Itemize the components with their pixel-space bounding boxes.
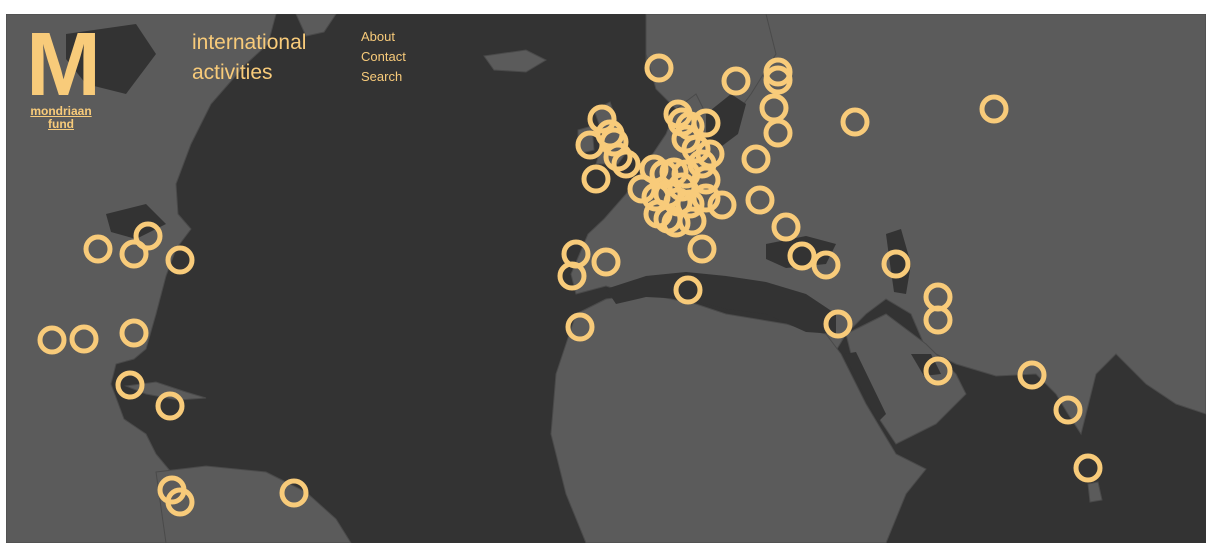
activity-marker[interactable] [37, 325, 67, 355]
activity-marker[interactable] [83, 234, 113, 264]
land-sri-lanka [1087, 481, 1103, 503]
title-line-1: international [192, 31, 307, 54]
great-lakes [106, 204, 166, 239]
activity-marker[interactable] [165, 487, 195, 517]
activity-marker[interactable] [165, 245, 195, 275]
activity-marker[interactable] [881, 249, 911, 279]
activity-marker[interactable] [1053, 395, 1083, 425]
activity-marker[interactable] [557, 261, 587, 291]
water-features [66, 24, 941, 422]
activity-marker[interactable] [691, 165, 721, 195]
title-line-2: activities [192, 61, 273, 84]
activity-marker[interactable] [69, 324, 99, 354]
activity-marker[interactable] [745, 185, 775, 215]
land-greenland [295, 14, 337, 37]
land-south-america [155, 465, 352, 543]
land-caribbean [124, 381, 207, 401]
activity-marker[interactable] [771, 212, 801, 242]
mediterranean-sea [606, 272, 836, 334]
activity-marker[interactable] [979, 94, 1009, 124]
activity-marker[interactable] [587, 104, 617, 134]
activity-marker[interactable] [155, 391, 185, 421]
activity-marker[interactable] [611, 149, 641, 179]
activity-marker[interactable] [661, 208, 691, 238]
nav-about-link[interactable]: About [361, 29, 395, 44]
marker-layer [37, 53, 1103, 517]
activity-marker[interactable] [763, 118, 793, 148]
activity-marker[interactable] [763, 65, 793, 95]
activity-marker[interactable] [627, 174, 657, 204]
hudson-bay [66, 24, 156, 94]
nav-search-link[interactable]: Search [361, 69, 403, 84]
activity-marker[interactable] [115, 370, 145, 400]
activity-marker[interactable] [644, 53, 674, 83]
activity-marker[interactable] [691, 108, 721, 138]
activity-marker[interactable] [741, 144, 771, 174]
activity-marker[interactable] [1073, 453, 1103, 483]
land-layer [6, 14, 1206, 543]
activity-marker[interactable] [119, 239, 149, 269]
activity-marker[interactable] [603, 142, 633, 172]
red-sea [844, 352, 886, 422]
world-map[interactable] [6, 14, 1206, 543]
black-sea [766, 236, 836, 268]
activity-marker[interactable] [787, 241, 817, 271]
activity-marker[interactable] [687, 234, 717, 264]
activity-marker[interactable] [811, 250, 841, 280]
activity-marker[interactable] [840, 107, 870, 137]
activity-marker[interactable] [565, 312, 595, 342]
map-container[interactable]: M mondriaan fund international activitie… [6, 14, 1206, 543]
activity-marker[interactable] [691, 183, 721, 213]
activity-marker[interactable] [923, 356, 953, 386]
main-nav: About Contact Search [361, 27, 406, 87]
land-iceland [483, 49, 548, 73]
nav-contact-link[interactable]: Contact [361, 49, 406, 64]
logo[interactable]: M mondriaan fund [26, 15, 101, 131]
activity-marker[interactable] [823, 309, 853, 339]
activity-marker[interactable] [675, 189, 705, 219]
activity-marker[interactable] [677, 206, 707, 236]
activity-marker[interactable] [681, 134, 711, 164]
page-title: international activities [192, 28, 332, 88]
activity-marker[interactable] [119, 318, 149, 348]
activity-marker[interactable] [1017, 360, 1047, 390]
activity-marker[interactable] [721, 66, 751, 96]
activity-marker[interactable] [279, 478, 309, 508]
logo-text-link[interactable]: mondriaan fund [30, 104, 92, 131]
activity-marker[interactable] [581, 164, 611, 194]
activity-marker[interactable] [133, 221, 163, 251]
activity-marker[interactable] [923, 305, 953, 335]
activity-marker[interactable] [575, 130, 605, 160]
activity-marker[interactable] [591, 247, 621, 277]
activity-marker[interactable] [673, 275, 703, 305]
activity-marker[interactable] [687, 149, 717, 179]
baltic-sea [706, 94, 746, 149]
land-north-america [6, 14, 277, 543]
activity-marker[interactable] [707, 190, 737, 220]
logo-mark[interactable]: M [26, 15, 101, 115]
